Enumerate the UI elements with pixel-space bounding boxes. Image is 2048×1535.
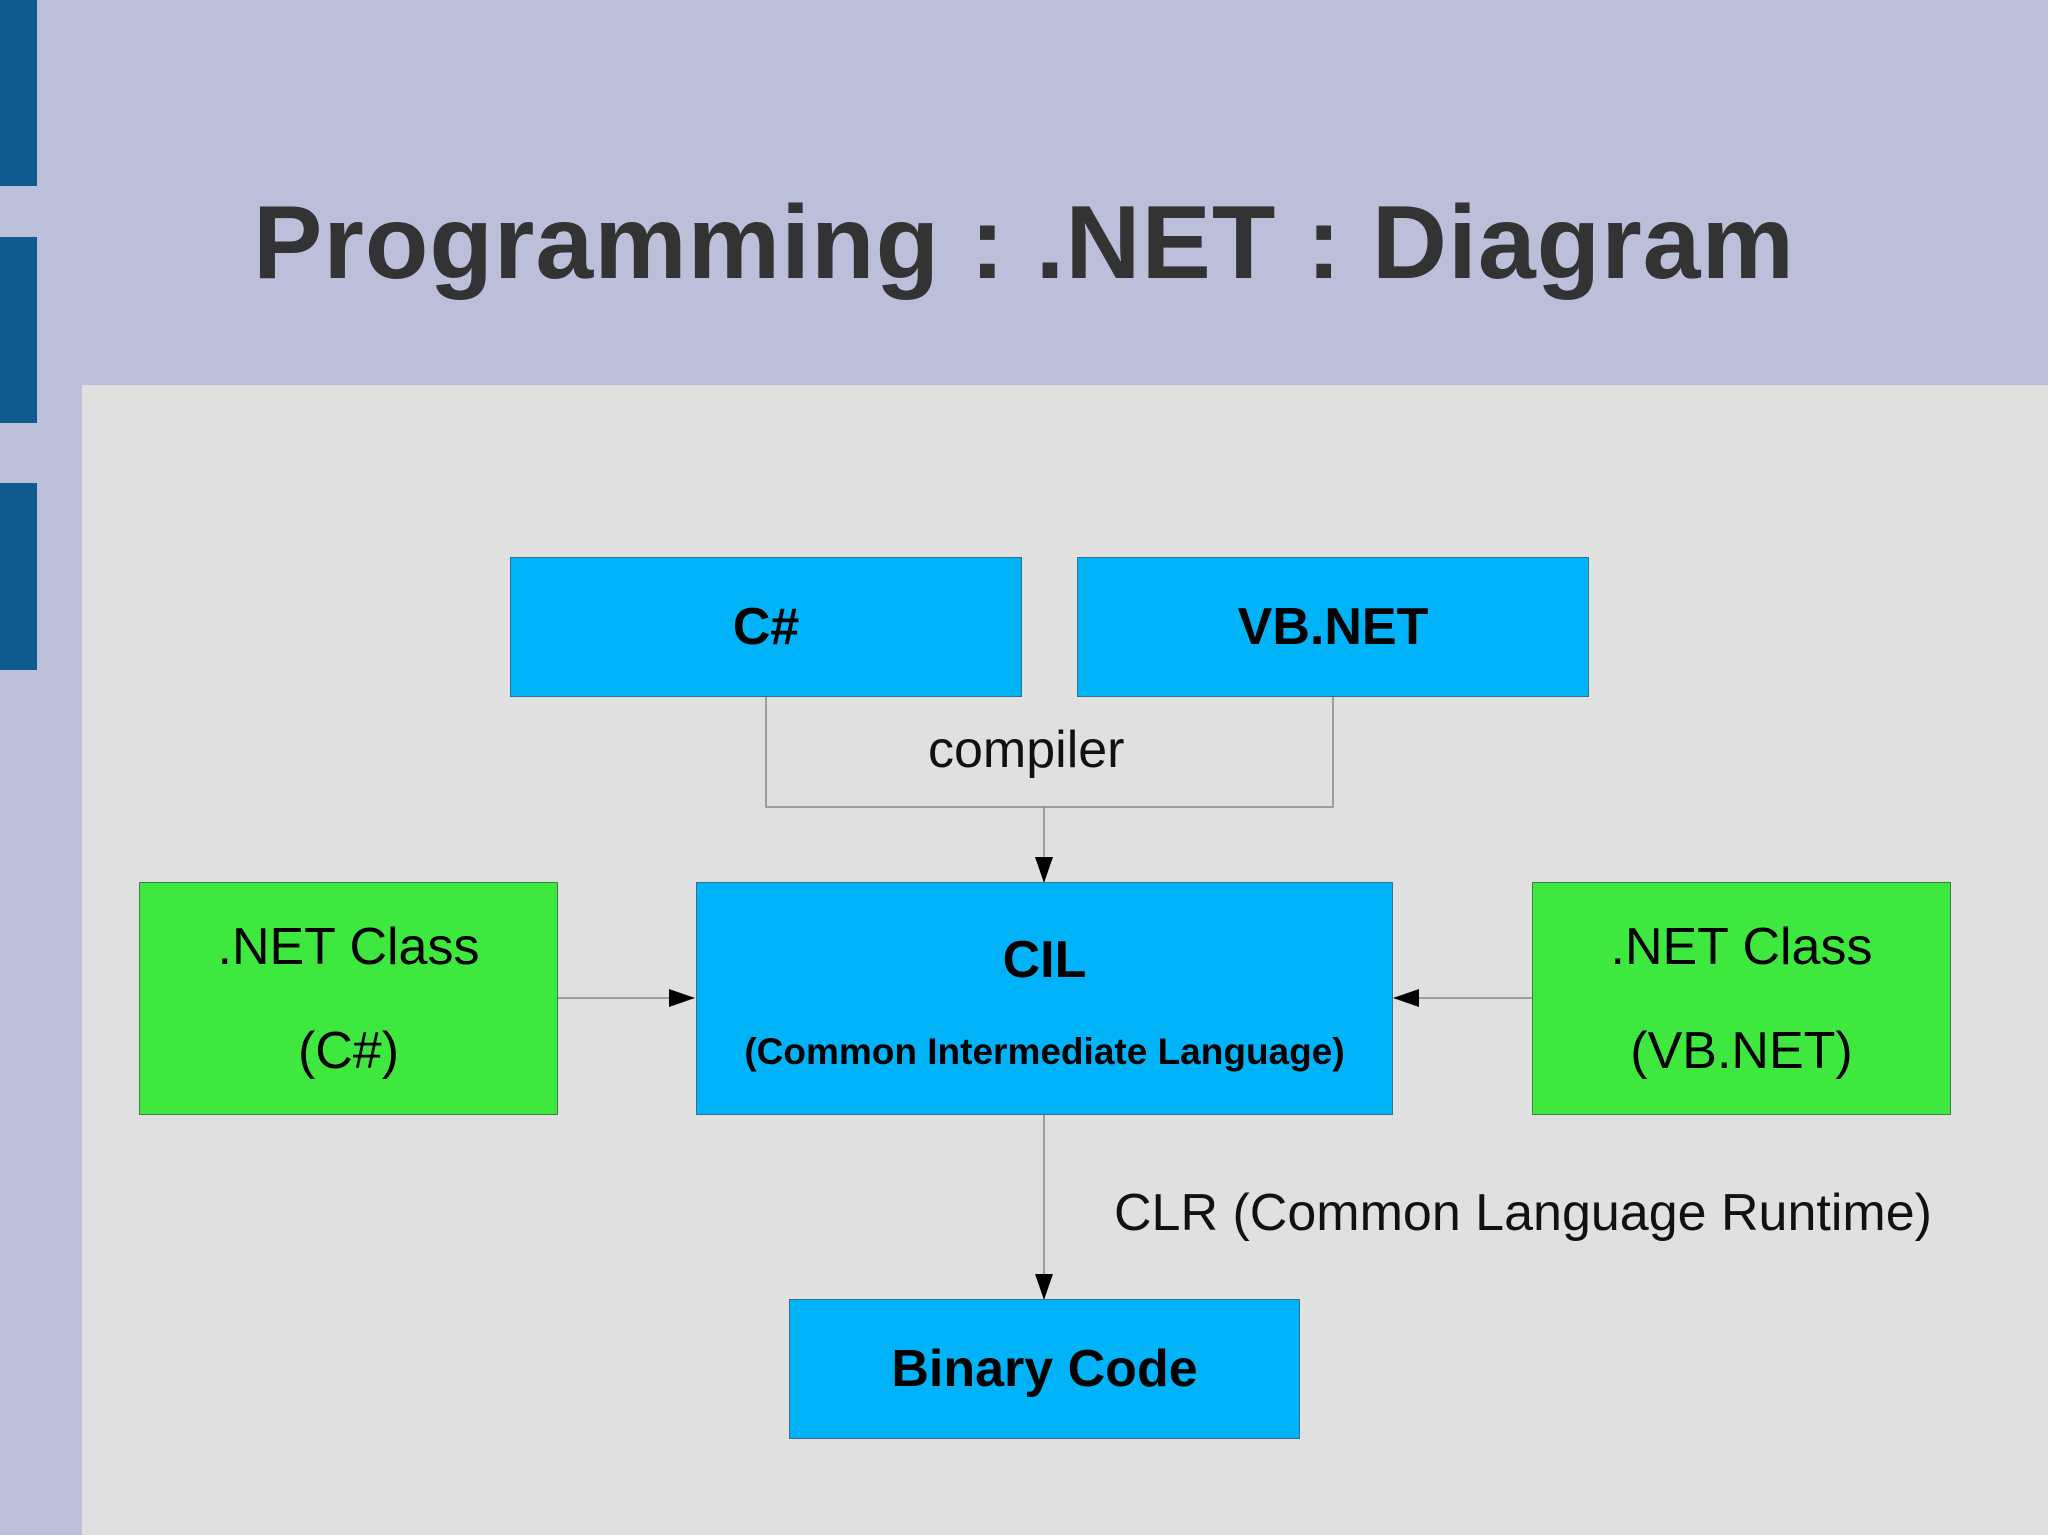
net-class-vbnet-line2: (VB.NET) xyxy=(1630,1021,1853,1080)
side-accent-bar-middle xyxy=(0,237,37,423)
net-class-csharp-line1: .NET Class xyxy=(217,917,480,976)
connector-csharp-to-compiler xyxy=(765,696,1044,808)
cil-box: CIL (Common Intermediate Language) xyxy=(696,882,1393,1115)
diagram-connectors xyxy=(557,696,1532,1300)
net-class-csharp-line2: (C#) xyxy=(297,1021,400,1080)
cil-subtitle: (Common Intermediate Language) xyxy=(744,1030,1345,1072)
binary-code-label: Binary Code xyxy=(891,1340,1198,1398)
net-class-vbnet-box: .NET Class (VB.NET) xyxy=(1532,882,1951,1115)
vbnet-label: VB.NET xyxy=(1237,598,1429,656)
diagram-area: C# VB.NET compiler .NET Class (C#) CIL (… xyxy=(82,385,2048,1535)
slide-title: Programming : .NET : Diagram xyxy=(253,185,1795,301)
cil-title: CIL xyxy=(1002,930,1087,989)
compiler-label: compiler xyxy=(928,721,1125,779)
vbnet-box: VB.NET xyxy=(1077,557,1589,697)
net-class-vbnet-line1: .NET Class xyxy=(1610,917,1873,976)
side-accent-bar-bottom xyxy=(0,483,37,670)
csharp-label: C# xyxy=(732,598,800,656)
connector-vbnet-to-compiler xyxy=(1044,696,1334,808)
clr-label: CLR (Common Language Runtime) xyxy=(1114,1184,1932,1242)
net-class-csharp-box: .NET Class (C#) xyxy=(139,882,558,1115)
side-accent-bar-top xyxy=(0,0,37,186)
csharp-box: C# xyxy=(510,557,1022,697)
binary-code-box: Binary Code xyxy=(789,1299,1300,1439)
